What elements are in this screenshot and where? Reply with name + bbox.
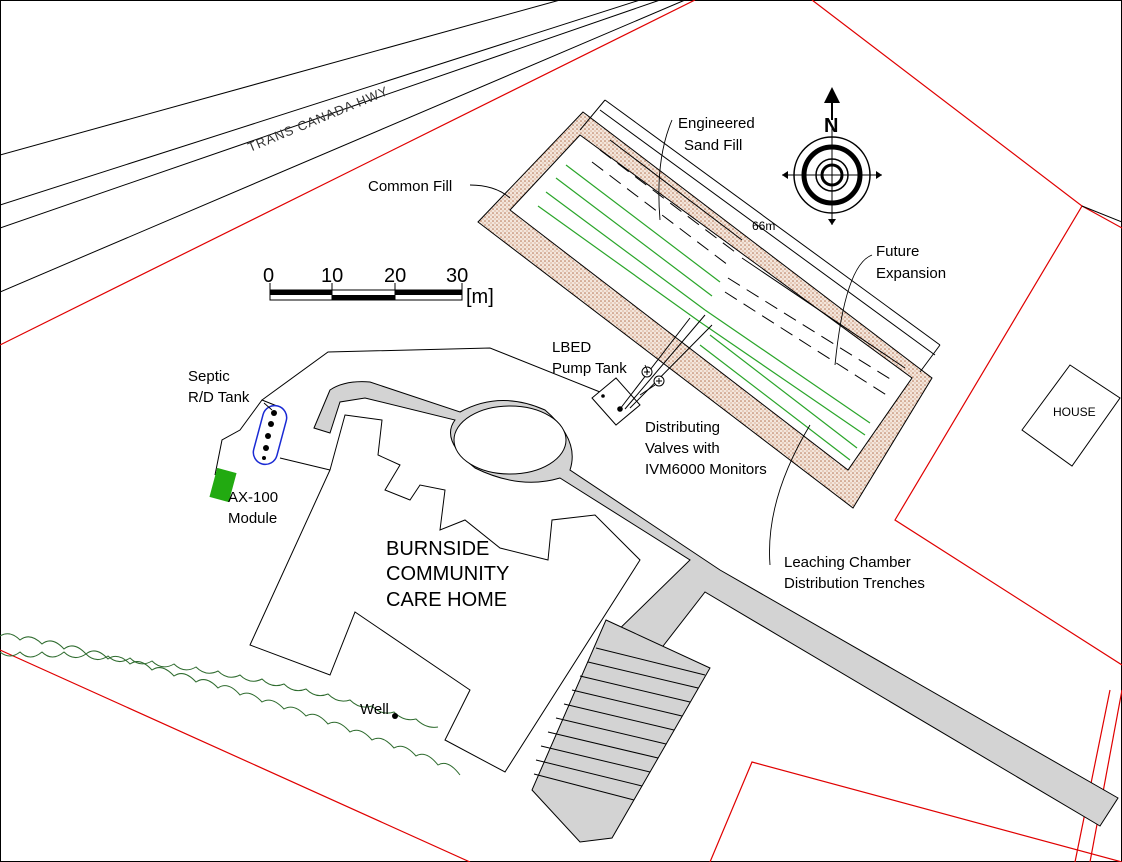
lbed-label-2: Pump Tank <box>552 360 627 377</box>
future-expansion-lines <box>591 139 906 397</box>
lot-lines <box>214 205 1122 476</box>
septic-label-1: Septic <box>188 368 230 385</box>
distributing-valves <box>641 366 665 387</box>
distributing-label-2: Valves with <box>645 440 720 457</box>
ax100-module <box>209 467 237 503</box>
tree-line <box>0 633 461 776</box>
leaching-label-1: Leaching Chamber <box>784 554 911 571</box>
north-label: N <box>824 115 838 137</box>
care-home-label-1: BURNSIDE <box>386 538 489 560</box>
leader-lines <box>263 119 873 566</box>
common-fill-label: Common Fill <box>368 178 452 195</box>
north-arrow-icon <box>782 87 882 225</box>
scale-bar <box>269 283 463 301</box>
scale-tick-30: 30 <box>446 265 468 287</box>
scale-tick-0: 0 <box>263 265 274 287</box>
trench-lines <box>537 164 871 461</box>
module-label-2: Module <box>228 510 277 527</box>
septic-tank <box>252 404 288 466</box>
distributing-label-1: Distributing <box>645 419 720 436</box>
lbed-pump-tank <box>591 314 713 426</box>
care-home-building <box>249 414 641 773</box>
scale-tick-20: 20 <box>384 265 406 287</box>
scale-unit: [m] <box>466 286 494 308</box>
care-home-label-2: COMMUNITY <box>386 563 509 585</box>
future-expansion-label-1: Future <box>876 243 919 260</box>
well-marker <box>392 713 398 719</box>
house <box>1021 364 1121 467</box>
engineered-sand-fill-label-1: Engineered <box>678 115 755 132</box>
driveway <box>313 381 1119 827</box>
module-label-1: AX-100 <box>228 489 278 506</box>
care-home-label-3: CARE HOME <box>386 589 507 611</box>
septic-label-2: R/D Tank <box>188 389 250 406</box>
scale-tick-10: 10 <box>321 265 343 287</box>
distributing-label-3: IVM6000 Monitors <box>645 461 767 478</box>
parking-lot <box>531 619 711 843</box>
house-label: HOUSE <box>1053 405 1096 419</box>
highway-edges <box>0 0 686 293</box>
engineered-sand-fill-label-2: Sand Fill <box>684 137 742 154</box>
lbed-label-1: LBED <box>552 339 591 356</box>
future-expansion-label-2: Expansion <box>876 265 946 282</box>
dimension-label: 66m <box>752 219 775 233</box>
well-label: Well <box>360 701 389 718</box>
leaching-label-2: Distribution Trenches <box>784 575 925 592</box>
